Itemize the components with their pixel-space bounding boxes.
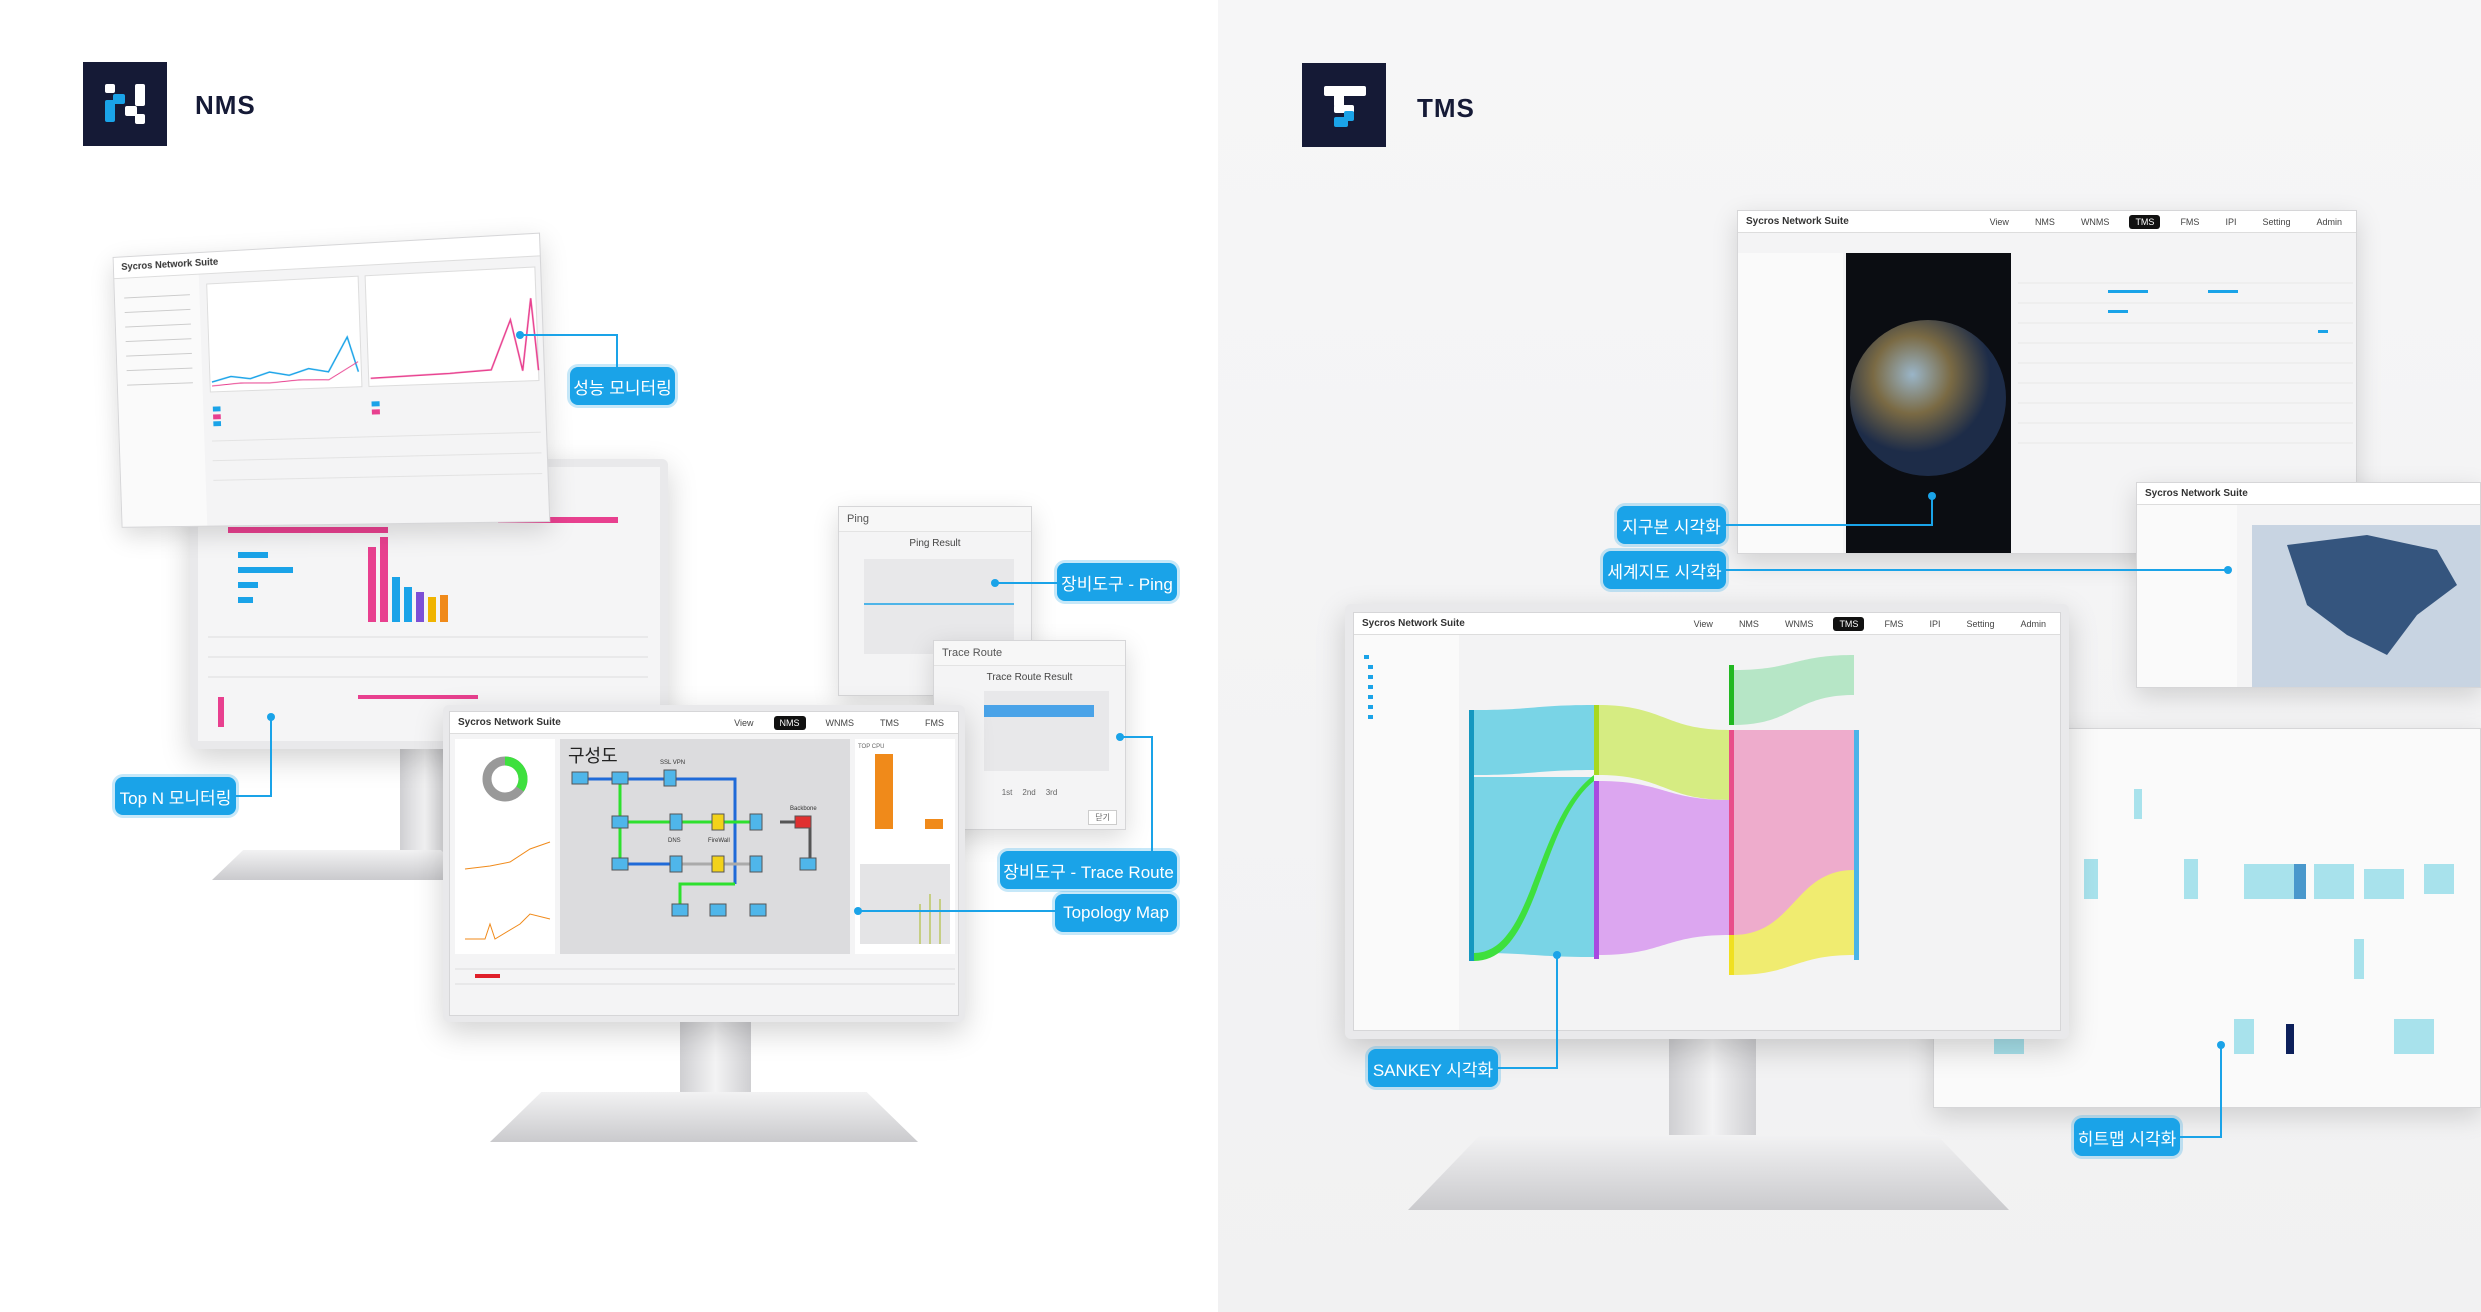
label-heatmap: 히트맵 시각화 (2074, 1118, 2180, 1156)
node-backbone: Backbone (790, 806, 817, 812)
close-button[interactable]: 닫기 (1088, 810, 1117, 825)
app-title: Sycros Network Suite (121, 256, 219, 273)
app-title: Sycros Network Suite (2145, 488, 2248, 499)
trace-window-title: Trace Route (934, 641, 1125, 666)
topology-title: 구성도 (568, 746, 618, 766)
trace-route-window: Trace Route Trace Route Result 1st 2nd 3… (933, 640, 1126, 830)
tms-logo-icon (1324, 86, 1366, 127)
cpu-title: TOP CPU (858, 744, 884, 750)
globe (1850, 320, 2006, 476)
nav-nms[interactable]: NMS (1738, 618, 1759, 629)
tree-panel (1354, 635, 1459, 1030)
performance-line-charts (114, 256, 550, 528)
nav-tms[interactable]: TMS (1833, 616, 1865, 631)
topology-map: 구성도 SSL VPN DNS FireWall Backbone TOP CP… (455, 739, 955, 985)
performance-window: Sycros Network Suite (112, 232, 551, 528)
nav-tms[interactable]: TMS (2129, 214, 2161, 229)
label-world-map: 세계지도 시각화 (1603, 551, 1726, 589)
trace-result-title: Trace Route Result (986, 672, 1073, 683)
nav-setting[interactable]: Setting (1966, 618, 1995, 629)
nav-view[interactable]: View (1989, 216, 2009, 227)
tms-title: TMS (1417, 93, 1475, 123)
nav-admin[interactable]: Admin (2316, 216, 2342, 227)
label-topn: Top N 모니터링 (115, 777, 236, 815)
nav-fms[interactable]: FMS (925, 717, 944, 728)
label-globe: 지구본 시각화 (1617, 506, 1726, 544)
nav-ipi[interactable]: IPI (1929, 618, 1941, 629)
nav-fms[interactable]: FMS (1884, 618, 1904, 629)
monitor-base (490, 1092, 918, 1142)
nav-wnms[interactable]: WNMS (2080, 216, 2110, 227)
topology-app: Sycros Network Suite View NMS WNMS TMS F… (449, 711, 959, 1016)
monitor-neck (400, 744, 450, 864)
label-topology-map: Topology Map (1055, 894, 1177, 932)
topology-monitor: Sycros Network Suite View NMS WNMS TMS F… (443, 705, 965, 1022)
monitor-neck (680, 1018, 751, 1098)
legend-3rd: 3rd (1045, 788, 1058, 797)
world-map (2137, 505, 2480, 687)
nav-admin[interactable]: Admin (2020, 618, 2046, 629)
nav-wnms[interactable]: WNMS (825, 717, 855, 728)
ping-result-title: Ping Result (909, 538, 961, 549)
legend-2nd: 2nd (1022, 788, 1036, 797)
nav-fms[interactable]: FMS (2180, 216, 2200, 227)
nms-logo-icon (105, 84, 145, 124)
nav-ipi[interactable]: IPI (2225, 216, 2237, 227)
sankey-app: Sycros Network Suite View NMS WNMS TMS F… (1353, 612, 2061, 1031)
ping-window-title: Ping (839, 507, 1031, 532)
nav-setting[interactable]: Setting (2262, 216, 2291, 227)
world-map-window: Sycros Network Suite (2136, 482, 2481, 688)
nav-nms[interactable]: NMS (773, 715, 806, 730)
node-dns: DNS (668, 838, 681, 844)
trace-chart (984, 691, 1109, 771)
app-title: Sycros Network Suite (1746, 216, 1849, 227)
label-trace-route: 장비도구 - Trace Route (1000, 851, 1177, 889)
label-ping: 장비도구 - Ping (1057, 563, 1177, 601)
sankey-monitor: Sycros Network Suite View NMS WNMS TMS F… (1345, 604, 2069, 1039)
node-ssl-vpn: SSL VPN (660, 760, 685, 766)
nav-nms[interactable]: NMS (2034, 216, 2055, 227)
ping-chart (864, 559, 1014, 654)
nav-tms[interactable]: TMS (880, 717, 899, 728)
nav-wnms[interactable]: WNMS (1784, 618, 1814, 629)
nms-logo (83, 62, 167, 146)
tms-logo (1302, 63, 1386, 147)
label-sankey: SANKEY 시각화 (1368, 1049, 1498, 1087)
nms-title: NMS (195, 90, 256, 120)
node-firewall: FireWall (708, 838, 730, 844)
heatmap (1994, 789, 2454, 1054)
main-nav: View NMS WNMS TMS FMS (728, 715, 950, 730)
legend-1st: 1st (1001, 788, 1013, 797)
monitor-base (212, 850, 472, 880)
monitor-neck (1669, 1035, 1756, 1140)
sankey-diagram (1354, 635, 1859, 1030)
nav-view[interactable]: View (1693, 618, 1713, 629)
app-title: Sycros Network Suite (458, 717, 561, 728)
app-title: Sycros Network Suite (1362, 618, 1465, 629)
label-performance-monitoring: 성능 모니터링 (570, 367, 675, 405)
monitor-base (1408, 1135, 2009, 1210)
nav-view[interactable]: View (734, 717, 754, 728)
